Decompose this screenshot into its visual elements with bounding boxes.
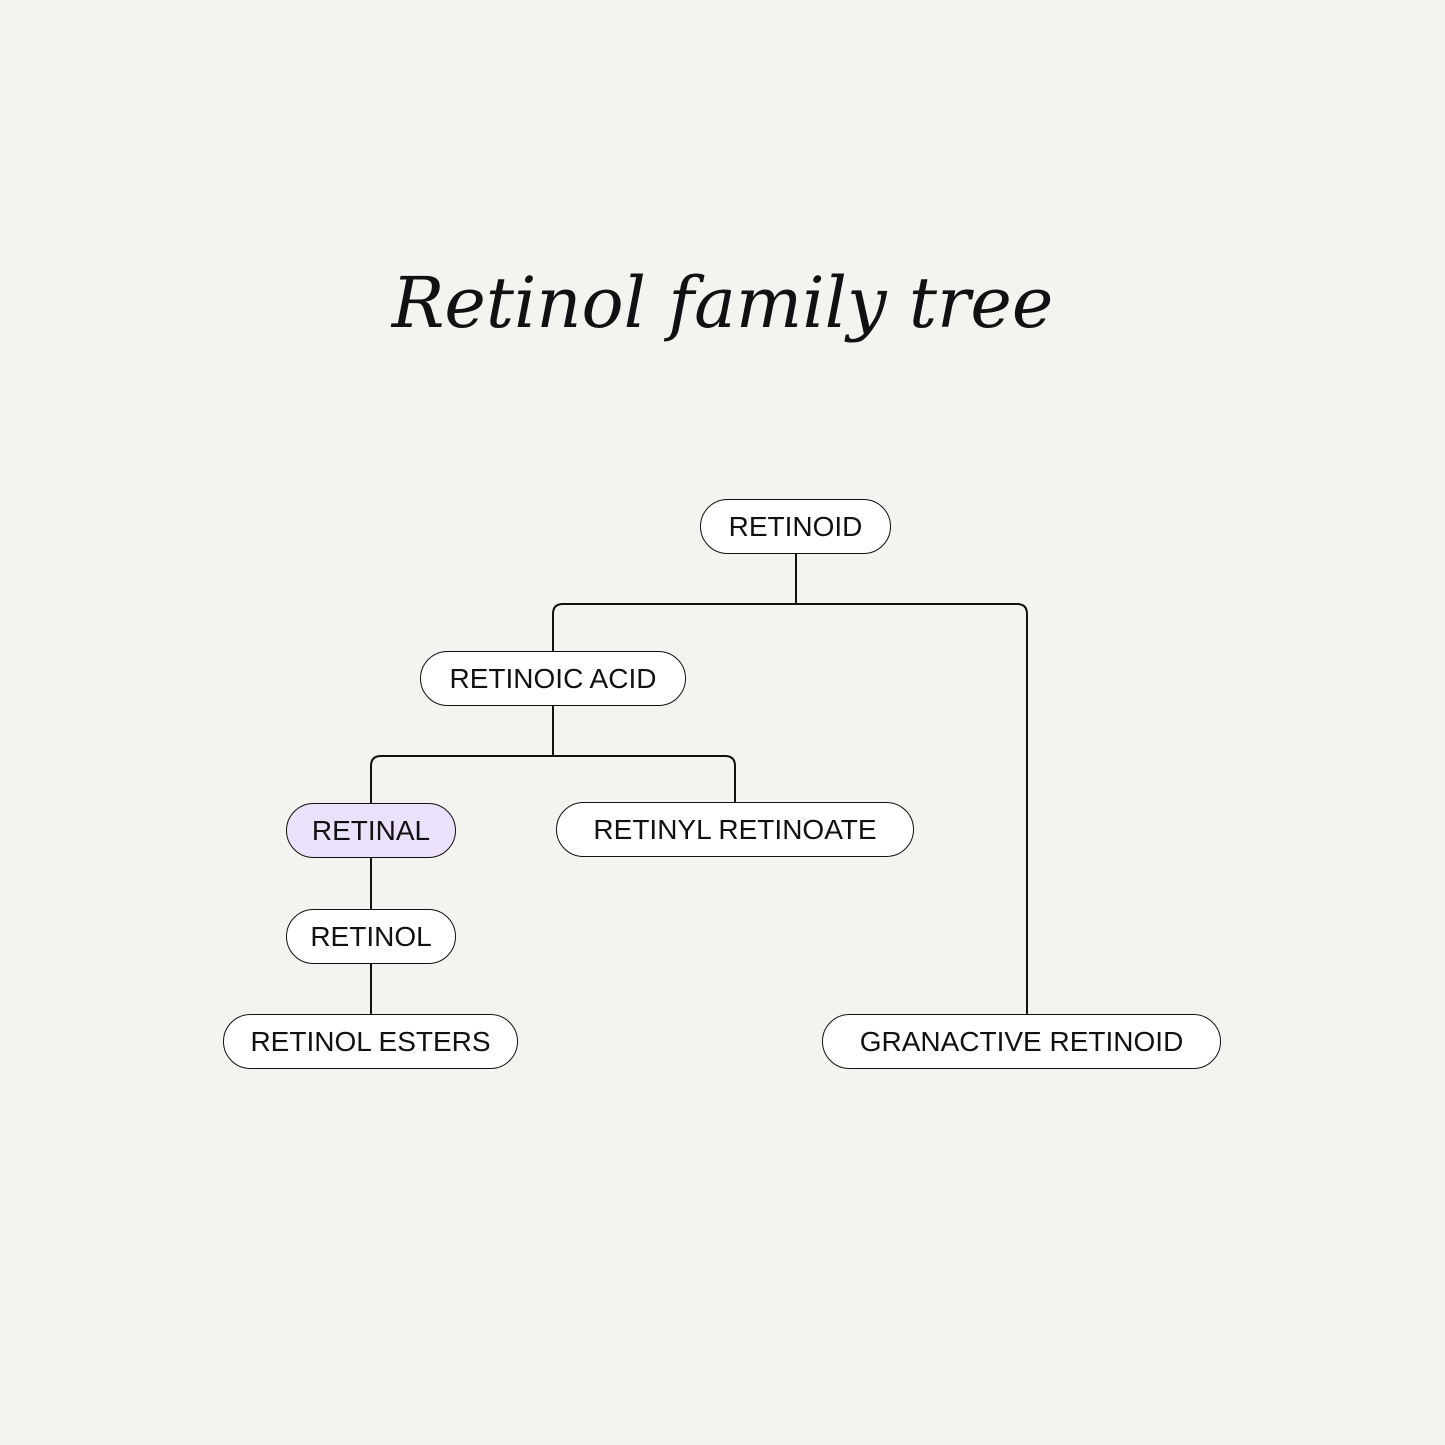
node-retinol-esters: RETINOL ESTERS [223,1014,518,1069]
node-retinal: RETINAL [286,803,456,858]
node-retinol: RETINOL [286,909,456,964]
diagram-title: Retinol family tree [391,262,1054,344]
connector-retinoid-to-retinoic-acid [552,603,796,651]
node-retinoid: RETINOID [700,499,891,554]
node-retinyl-retinoate: RETINYL RETINOATE [556,802,914,857]
node-granactive-retinoid: GRANACTIVE RETINOID [822,1014,1221,1069]
connector-retinoic-acid-to-retinyl-retinoate [553,755,736,802]
connector-retinoid-to-granactive [796,603,1028,1014]
connector-retinoic-acid-to-retinal [370,755,553,803]
node-retinoic-acid: RETINOIC ACID [420,651,686,706]
